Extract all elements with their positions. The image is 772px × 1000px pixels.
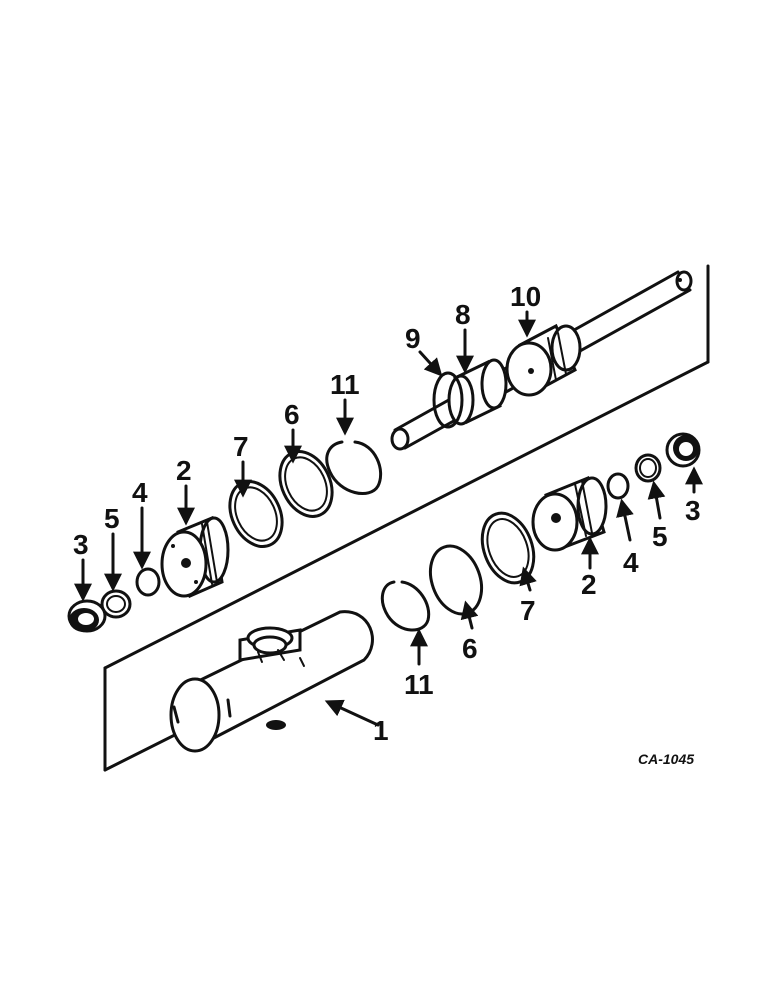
callout-11-lower: 11 xyxy=(404,669,434,700)
part-11-snap-ring-upper xyxy=(325,440,383,495)
callout-1: 1 xyxy=(373,715,389,746)
callout-5-left: 5 xyxy=(104,503,120,534)
part-3-wiper-left xyxy=(67,599,107,633)
callout-6-upper: 6 xyxy=(284,399,300,430)
callout-4-left: 4 xyxy=(132,477,148,508)
leader-arrows xyxy=(74,310,703,727)
callout-8: 8 xyxy=(455,299,471,330)
drawing-code: CA-1045 xyxy=(638,751,694,767)
lower-parts-row xyxy=(380,511,536,632)
callout-10: 10 xyxy=(510,281,541,312)
part-4-oring-left xyxy=(135,567,161,597)
callout-7-lower: 7 xyxy=(520,595,536,626)
callout-7-upper: 7 xyxy=(233,431,249,462)
callout-4-right: 4 xyxy=(623,547,639,578)
part-10-piston xyxy=(505,323,582,397)
part-3-wiper-right xyxy=(665,432,701,468)
callout-5-right: 5 xyxy=(652,521,668,552)
upper-parts-row xyxy=(67,440,383,633)
part-1-cylinder-barrel xyxy=(169,610,374,753)
piston-rod-assembly xyxy=(390,270,693,451)
callout-9: 9 xyxy=(405,323,421,354)
callout-2-left: 2 xyxy=(176,455,192,486)
part-9-seal xyxy=(432,371,464,429)
right-parts-group xyxy=(531,432,701,552)
callout-labels: 1 2 2 3 3 4 4 5 5 6 6 7 7 8 9 10 11 11 C… xyxy=(73,281,701,767)
callout-6-lower: 6 xyxy=(462,633,478,664)
callout-11-upper: 11 xyxy=(330,369,360,400)
callout-2-right: 2 xyxy=(581,569,597,600)
callout-3-right: 3 xyxy=(685,495,701,526)
part-2-gland-right xyxy=(531,475,608,552)
part-4-oring-right xyxy=(606,472,630,500)
callout-3-left: 3 xyxy=(73,529,89,560)
part-11-snap-ring-lower xyxy=(380,580,431,632)
part-8-wear-ring xyxy=(447,358,508,426)
part-6-ring-lower xyxy=(428,544,484,616)
part-2-gland-left xyxy=(160,515,230,599)
